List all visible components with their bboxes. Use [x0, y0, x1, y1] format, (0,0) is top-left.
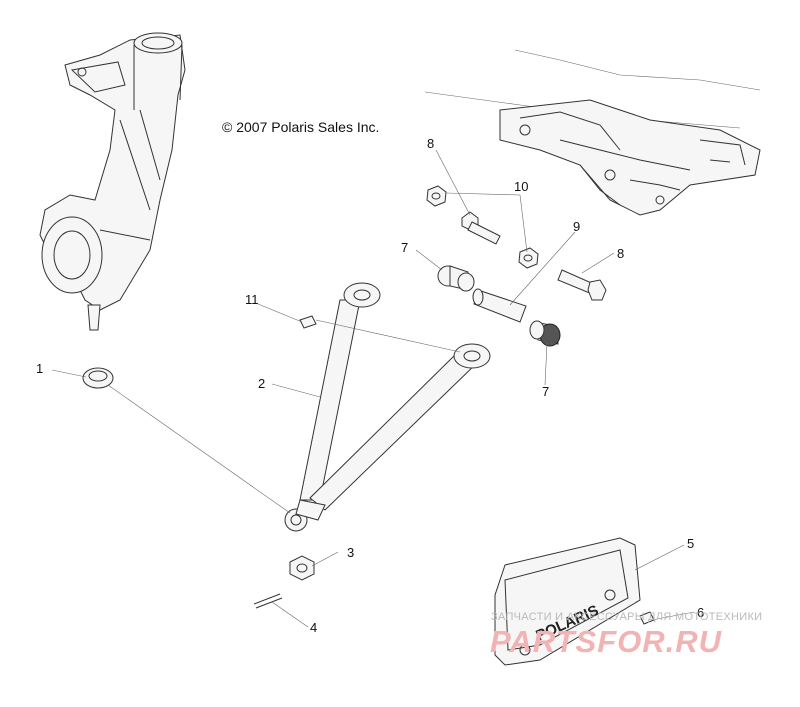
callout-2: 2 [258, 376, 266, 391]
watermark-caption: ЗАПЧАСТИ И АКСЕССУАРЫ ДЛЯ МОТОТЕХНИКИ [491, 611, 763, 623]
bushing-left [437, 265, 475, 292]
watermark-logo: PARTSFOR.RU [490, 624, 723, 659]
callout-7-upper: 7 [401, 240, 409, 255]
callout-8-right: 8 [617, 246, 625, 261]
callout-7-lower: 7 [542, 384, 550, 399]
nut-upper-left [426, 185, 447, 207]
callout-8-upper: 8 [427, 136, 435, 151]
bushing-right [529, 320, 561, 347]
callout-9: 9 [573, 219, 581, 234]
ball-joint-boot [82, 367, 114, 389]
grease-fitting [299, 315, 317, 329]
cotter-pin [253, 593, 283, 609]
sleeve [472, 288, 527, 323]
callout-1: 1 [36, 361, 44, 376]
copyright-notice: © 2007 Polaris Sales Inc. [222, 119, 380, 135]
leader-lines [51, 149, 695, 628]
a-arm [284, 282, 491, 532]
bolt-long [557, 269, 607, 301]
nut-upper-right [518, 247, 539, 269]
steering-knuckle [39, 32, 186, 331]
callout-10: 10 [514, 179, 529, 194]
callout-5: 5 [687, 536, 695, 551]
callout-4: 4 [310, 620, 318, 635]
callout-11: 11 [245, 292, 259, 307]
bolt-short [461, 211, 501, 245]
castle-nut [289, 555, 315, 581]
screw [639, 611, 655, 625]
callout-6: 6 [697, 605, 705, 620]
callout-3: 3 [347, 545, 355, 560]
frame-section [424, 49, 761, 216]
